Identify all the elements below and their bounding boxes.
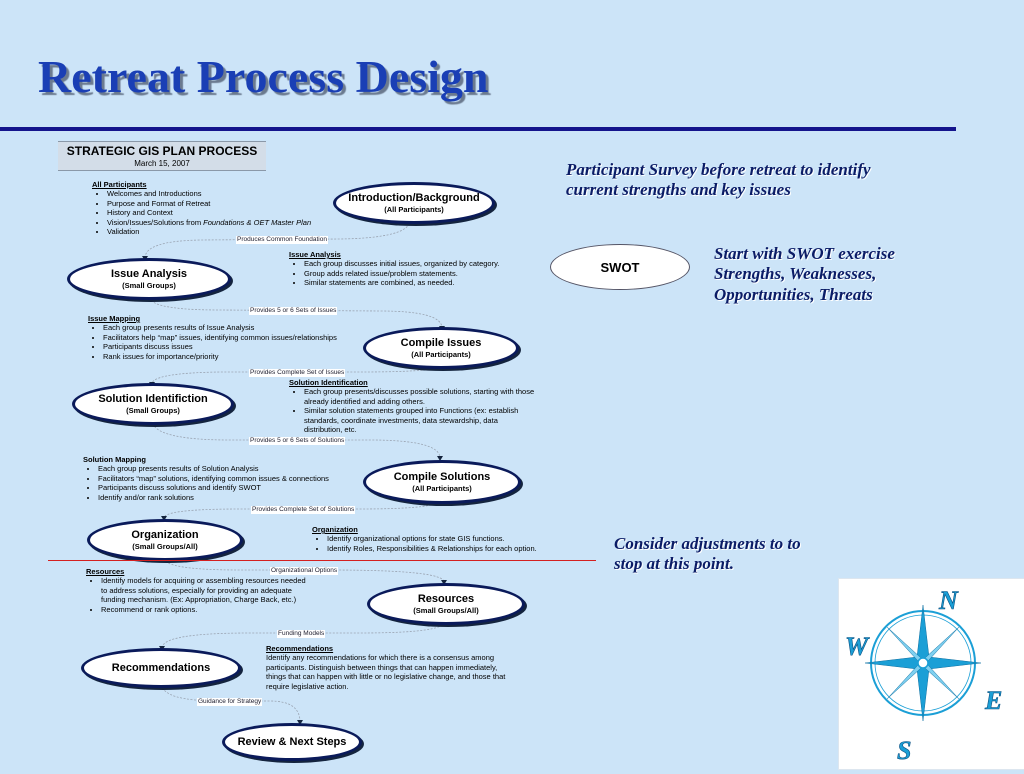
step-label: Organization bbox=[131, 529, 199, 542]
block-issue-mapping: Issue Mapping Each group presents result… bbox=[88, 314, 358, 361]
block-heading: All Participants bbox=[92, 180, 147, 189]
block-item: Purpose and Format of Retreat bbox=[107, 199, 337, 208]
step-label: Review & Next Steps bbox=[237, 735, 347, 748]
block-item: Each group presents/discusses possible s… bbox=[304, 387, 535, 406]
block-item: Each group presents results of Solution … bbox=[98, 464, 353, 473]
step-resources: Resources (Small Groups/All) bbox=[367, 583, 525, 625]
block-item: Identify Roles, Responsibilities & Relat… bbox=[327, 544, 540, 553]
step-sub-label: (All Participants) bbox=[411, 349, 471, 359]
compass-letter-s: S bbox=[897, 736, 911, 765]
block-all-participants: All Participants Welcomes and Introducti… bbox=[92, 180, 337, 236]
page-title: Retreat Process Design bbox=[38, 51, 489, 102]
arrowhead-4 bbox=[437, 456, 443, 461]
block-heading: Recommendations bbox=[266, 644, 334, 653]
connector-line-2 bbox=[149, 296, 443, 329]
block-item-vision: Vision/Issues/Solutions from Foundations… bbox=[107, 218, 337, 227]
block-item: Facilitators “map” solutions, identifyin… bbox=[98, 474, 353, 483]
process-title: STRATEGIC GIS PLAN PROCESS bbox=[66, 144, 258, 158]
compass-rose-graphic: N W E S bbox=[838, 578, 1024, 770]
stop-point-line bbox=[48, 560, 596, 561]
connector-line-1 bbox=[144, 219, 411, 259]
block-heading: Solution Identification bbox=[289, 378, 368, 387]
step-label: Compile Solutions bbox=[393, 471, 491, 484]
step-introduction-background: Introduction/Background (All Participant… bbox=[333, 182, 495, 224]
step-label: Resources bbox=[417, 593, 475, 606]
step-solution-identification: Solution Identifiction (Small Groups) bbox=[72, 383, 234, 425]
block-item: Facilitators help “map” issues, identify… bbox=[103, 333, 358, 342]
block-item: Validation bbox=[107, 227, 337, 236]
block-item: Recommend or rank options. bbox=[101, 605, 312, 614]
block-solution-identification: Solution Identification Each group prese… bbox=[289, 378, 535, 434]
title-divider bbox=[0, 127, 956, 131]
block-heading: Solution Mapping bbox=[83, 455, 146, 464]
step-label: Introduction/Background bbox=[348, 192, 480, 205]
block-item: History and Context bbox=[107, 208, 337, 217]
connector-label: Produces Common Foundation bbox=[236, 236, 328, 244]
step-organization: Organization (Small Groups/All) bbox=[87, 519, 243, 561]
block-recommendations: Recommendations Identify any recommendat… bbox=[266, 644, 518, 691]
block-resources: Resources Identify models for acquiring … bbox=[86, 567, 312, 614]
block-item: Welcomes and Introductions bbox=[107, 189, 337, 198]
block-item: Rank issues for importance/priority bbox=[103, 352, 358, 361]
compass-letter-n: N bbox=[938, 586, 959, 615]
step-compile-solutions: Compile Solutions (All Participants) bbox=[363, 460, 521, 504]
step-label: Recommendations bbox=[111, 661, 211, 674]
step-label: Issue Analysis bbox=[110, 268, 188, 281]
connector-label: Organizational Options bbox=[270, 567, 339, 575]
connector-label: Provides 5 or 6 Sets of Solutions bbox=[249, 437, 346, 445]
step-recommendations: Recommendations bbox=[81, 648, 241, 688]
compass-letter-w: W bbox=[845, 632, 870, 661]
step-label: Solution Identifiction bbox=[98, 393, 208, 406]
block-heading: Issue Analysis bbox=[289, 250, 341, 259]
step-review-next-steps: Review & Next Steps bbox=[222, 723, 362, 761]
block-heading: Resources bbox=[86, 567, 125, 576]
block-item: Each group discusses initial issues, org… bbox=[304, 259, 529, 268]
step-sub-label: (All Participants) bbox=[384, 204, 444, 214]
block-item: Similar statements are combined, as need… bbox=[304, 278, 529, 287]
step-sub-label: (Small Groups/All) bbox=[413, 605, 479, 615]
block-issue-analysis: Issue Analysis Each group discusses init… bbox=[289, 250, 529, 288]
vision-prefix: Vision/Issues/Solutions from bbox=[107, 217, 204, 227]
block-item: Participants discuss issues bbox=[103, 342, 358, 351]
block-item: Similar solution statements grouped into… bbox=[304, 406, 535, 434]
step-issue-analysis: Issue Analysis (Small Groups) bbox=[67, 258, 231, 300]
step-compile-issues: Compile Issues (All Participants) bbox=[363, 327, 519, 369]
vision-source: Foundations & OET Master Plan bbox=[203, 217, 312, 227]
block-item: Identify and/or rank solutions bbox=[98, 493, 353, 502]
connector-label: Provides 5 or 6 Sets of Issues bbox=[249, 307, 338, 315]
process-date: March 15, 2007 bbox=[134, 159, 190, 168]
connector-label: Guidance for Strategy bbox=[197, 698, 263, 706]
step-sub-label: (Small Groups) bbox=[122, 280, 176, 290]
swot-note: Start with SWOT exercise Strengths, Weak… bbox=[714, 244, 895, 304]
survey-note: Participant Survey before retreat to ide… bbox=[566, 160, 871, 200]
step-label: Compile Issues bbox=[400, 337, 482, 350]
process-header: STRATEGIC GIS PLAN PROCESS March 15, 200… bbox=[58, 141, 266, 171]
block-item: Identify organizational options for stat… bbox=[327, 534, 540, 543]
block-organization: Organization Identify organizational opt… bbox=[312, 525, 540, 553]
connector-label: Provides Complete Set of Issues bbox=[249, 369, 346, 377]
connector-label: Funding Models bbox=[277, 630, 326, 638]
compass-icon: N W E S bbox=[845, 586, 1003, 766]
block-item: Identify models for acquiring or assembl… bbox=[101, 576, 312, 604]
block-heading: Issue Mapping bbox=[88, 314, 141, 323]
block-item: Each group presents results of Issue Ana… bbox=[103, 323, 358, 332]
block-solution-mapping: Solution Mapping Each group presents res… bbox=[83, 455, 353, 502]
block-item: Participants discuss solutions and ident… bbox=[98, 483, 353, 492]
block-heading: Organization bbox=[312, 525, 358, 534]
connector-label: Provides Complete Set of Solutions bbox=[251, 506, 356, 514]
block-text: Identify any recommendations for which t… bbox=[266, 653, 506, 691]
step-sub-label: (Small Groups/All) bbox=[132, 541, 198, 551]
swot-oval: SWOT bbox=[550, 244, 690, 290]
adjustments-note: Consider adjustments to to stop at this … bbox=[614, 534, 801, 574]
compass-letter-e: E bbox=[984, 686, 1002, 715]
step-sub-label: (Small Groups) bbox=[126, 405, 180, 415]
block-item: Group adds related issue/problem stateme… bbox=[304, 269, 529, 278]
step-sub-label: (All Participants) bbox=[412, 483, 472, 493]
